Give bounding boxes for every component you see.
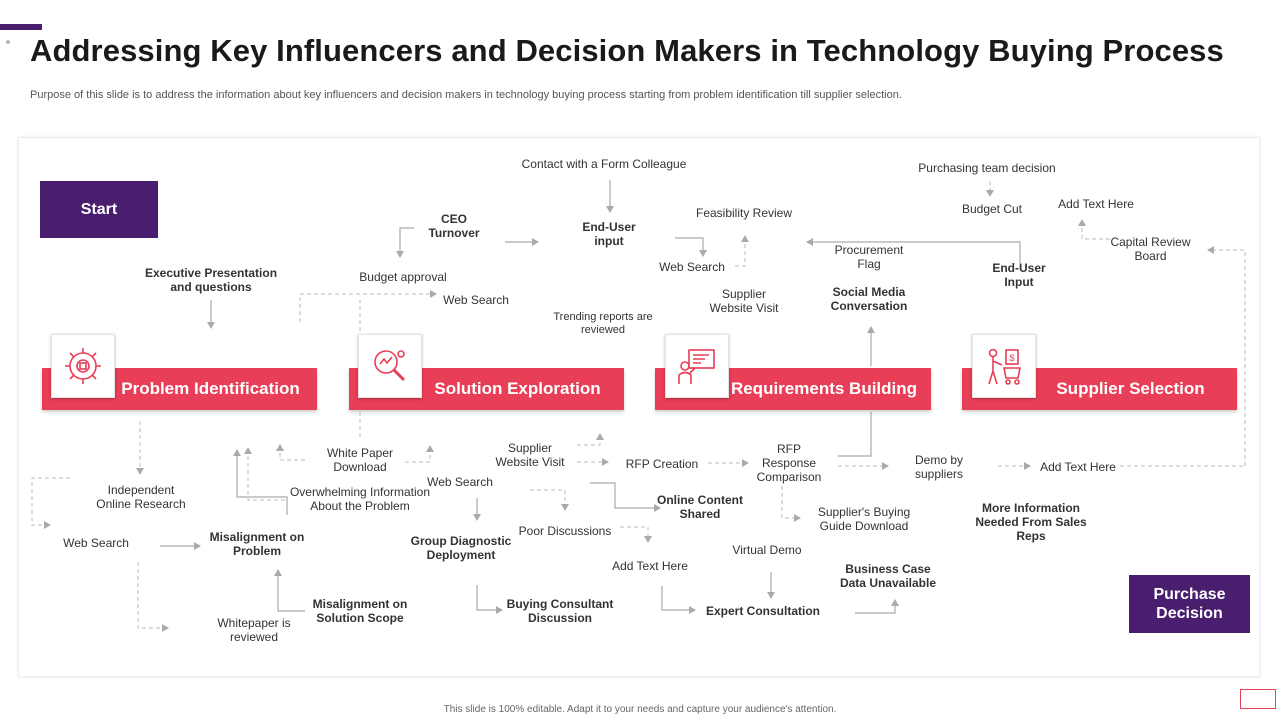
label-budget-approval: Budget approval	[359, 270, 447, 284]
label-contact-colleague: Contact with a Form Colleague	[521, 157, 687, 171]
label-budget-cut: Budget Cut	[961, 202, 1023, 216]
stage-label: Problem Identification	[121, 379, 300, 398]
label-more-information-needed: More Information Needed From Sales Reps	[975, 501, 1087, 543]
label-procurement-flag: Procurement Flag	[834, 243, 904, 271]
label-feasibility-review: Feasibility Review	[695, 206, 793, 220]
label-end-user-input: End-User input	[582, 220, 636, 248]
label-rfp-response-comparison: RFP Response Comparison	[756, 442, 822, 484]
label-social-media-conversation: Social Media Conversation	[830, 285, 908, 313]
label-web-search: Web Search	[63, 536, 129, 550]
label-business-case-data-unavailable: Business Case Data Unavailable	[839, 562, 937, 590]
label-web-search: Web Search	[427, 475, 493, 489]
page-title: Addressing Key Influencers and Decision …	[30, 33, 1224, 68]
label-supplier-website-visit: Supplier Website Visit	[495, 441, 565, 469]
label-add-text: Add Text Here	[612, 559, 688, 573]
label-poor-discussions: Poor Discussions	[518, 524, 612, 538]
label-misalignment-on-solution-scope: Misalignment on Solution Scope	[312, 597, 408, 625]
label-end-user-input-2: End-User Input	[992, 261, 1046, 289]
stage-label: Solution Exploration	[434, 379, 601, 398]
label-capital-review-board: Capital Review Board	[1110, 235, 1191, 263]
label-rfp-creation: RFP Creation	[625, 457, 699, 471]
label-whitepaper-reviewed: Whitepaper is reviewed	[217, 616, 291, 644]
label-trending-reports: Trending reports are reviewed	[553, 311, 653, 336]
label-demo-by-suppliers: Demo by suppliers	[914, 453, 964, 481]
label-purchasing-team-decision: Purchasing team decision	[918, 161, 1056, 175]
corner-outline-box	[1240, 689, 1276, 709]
label-ceo-turnover: CEO Turnover	[428, 212, 480, 240]
purchase-decision-box: Purchase Decision	[1129, 575, 1250, 633]
label-add-text: Add Text Here	[1040, 460, 1116, 474]
gear-circuit-icon	[51, 334, 115, 398]
buyer-cart-icon: $	[972, 334, 1036, 398]
stage-label: Supplier Selection	[1056, 379, 1205, 398]
label-independent-online-research: Independent Online Research	[96, 483, 186, 511]
label-online-content-shared: Online Content Shared	[657, 493, 743, 521]
footer-note: This slide is 100% editable. Adapt it to…	[443, 704, 837, 715]
label-add-text: Add Text Here	[1058, 197, 1134, 211]
label-web-search: Web Search	[443, 293, 509, 307]
svg-text:$: $	[1009, 353, 1014, 363]
label-expert-consultation: Expert Consultation	[705, 604, 820, 618]
presenter-board-icon	[665, 334, 729, 398]
label-supplier-website-visit: Supplier Website Visit	[709, 287, 779, 315]
corner-dot	[6, 40, 10, 44]
label-web-search: Web Search	[659, 260, 725, 274]
label-virtual-demo: Virtual Demo	[732, 543, 802, 557]
label-group-diagnostic-deployment: Group Diagnostic Deployment	[410, 534, 512, 562]
label-buying-guide-download: Supplier's Buying Guide Download	[817, 505, 911, 533]
start-box: Start	[40, 181, 158, 238]
label-executive-presentation: Executive Presentation and questions	[144, 266, 278, 294]
label-buying-consultant-discussion: Buying Consultant Discussion	[506, 597, 614, 625]
corner-accent	[0, 24, 42, 30]
magnifier-analysis-icon	[358, 334, 422, 398]
page-subtitle: Purpose of this slide is to address the …	[30, 89, 902, 101]
label-white-paper-download: White Paper Download	[326, 446, 394, 474]
label-misalignment-on-problem: Misalignment on Problem	[209, 530, 305, 558]
stage-label: Requirements Building	[730, 379, 918, 398]
label-overwhelming-information: Overwhelming Information About the Probl…	[289, 485, 431, 513]
